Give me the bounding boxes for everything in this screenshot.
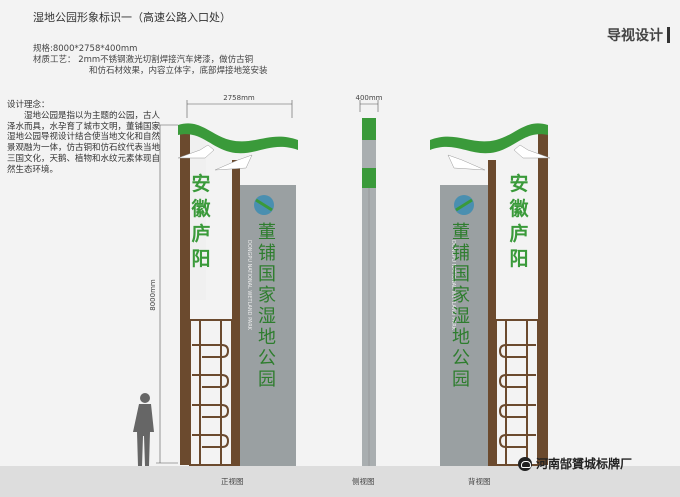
human-figure <box>133 393 154 466</box>
height-label: 8000mm <box>149 279 157 311</box>
back-view: DONGPU NATIONAL WETLAND PARK <box>430 123 551 466</box>
spec-material-1: 材质工艺： 2mm不锈钢激光切割焊接汽车烤漆，做仿古铜 <box>33 55 254 65</box>
watermark: 河南郜贇城标牌厂 <box>518 455 632 472</box>
front-vertical-title: 安徽庐阳 <box>191 173 211 270</box>
back-stone-panel <box>440 185 496 466</box>
section-title: 导视设计 <box>607 25 670 45</box>
back-panel-subtext: DONGPU NATIONAL WETLAND PARK <box>450 240 456 331</box>
caption-front: 正视图 <box>221 477 244 486</box>
front-mid-post <box>232 160 240 466</box>
spec-material-2: 和仿石材效果，内容立体字，底部焊接地笼安装 <box>89 66 268 76</box>
page-title: 湿地公园形象标识一（高速公路入口处） <box>33 11 231 24</box>
ground-strip <box>0 466 680 497</box>
concept-body: 湿地公园是指以为主题的公园，古人泽水而具，水孕育了城市文明，董铺国家湿地公园导视… <box>7 110 161 175</box>
side-green-top <box>362 118 376 140</box>
back-lattice <box>495 319 539 466</box>
front-left-post <box>180 128 190 465</box>
front-swan-2 <box>214 154 253 171</box>
front-stone-panel <box>240 185 296 466</box>
side-view: 400mm <box>356 94 383 466</box>
back-swan <box>513 144 551 159</box>
caption-back: 背视图 <box>468 477 491 486</box>
back-swan-2 <box>447 154 486 171</box>
caption-side: 侧视图 <box>352 477 375 486</box>
section-title-label: 导视设计 <box>607 28 663 44</box>
front-view: 2758mm 8000mm DO <box>149 94 298 466</box>
wechat-icon <box>518 456 532 471</box>
back-mid-post <box>488 160 496 466</box>
back-panel-name: 董铺国家湿地公园 <box>452 222 470 390</box>
design-concept: 设计理念： 湿地公园是指以为主题的公园，古人泽水而具，水孕育了城市文明，董铺国家… <box>7 100 165 176</box>
front-panel-name: 董铺国家湿地公园 <box>258 222 276 390</box>
watermark-text: 河南郜贇城标牌厂 <box>536 457 633 471</box>
front-width-label: 2758mm <box>223 94 255 102</box>
back-vertical-title: 安徽庐阳 <box>509 173 529 270</box>
side-green-band <box>362 168 376 188</box>
spec-block: 规格:8000*2758*400mm 材质工艺： 2mm不锈钢激光切割焊接汽车烤… <box>33 44 268 77</box>
section-title-bar <box>667 27 670 43</box>
spec-size: 规格:8000*2758*400mm <box>33 44 138 54</box>
front-green-wave <box>178 123 298 154</box>
back-right-post <box>538 128 548 465</box>
front-lattice <box>189 319 233 466</box>
concept-heading: 设计理念： <box>7 100 50 110</box>
front-panel-subtext: DONGPU NATIONAL WETLAND PARK <box>246 240 252 331</box>
back-green-wave <box>430 123 548 154</box>
front-swan <box>177 144 215 159</box>
side-width-label: 400mm <box>356 94 383 102</box>
